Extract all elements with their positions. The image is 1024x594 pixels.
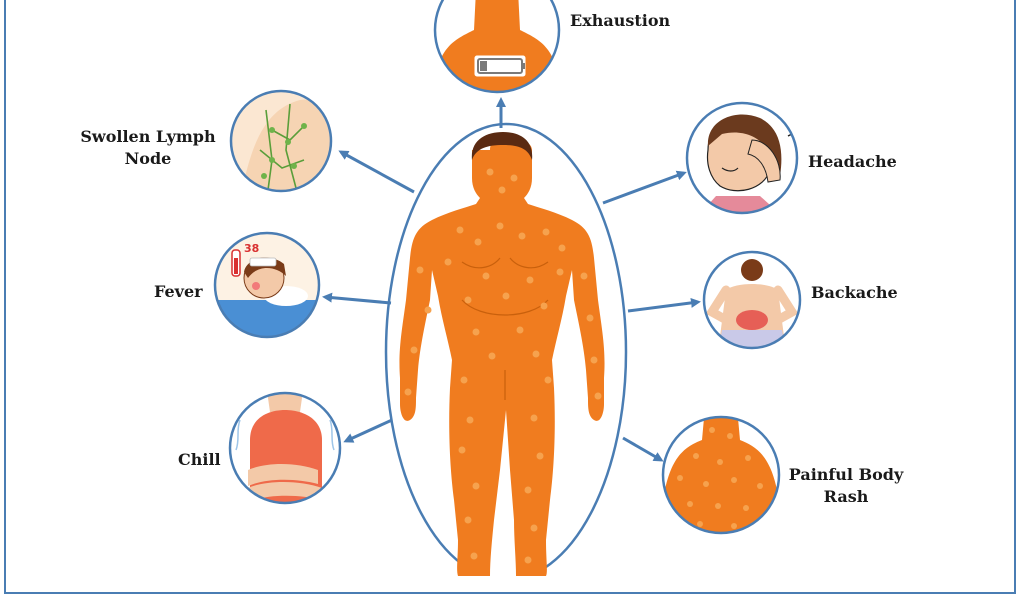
- symptom-diagram: 38: [213, 0, 802, 576]
- arrow-rash: [622, 436, 664, 462]
- label-chill: Chill: [178, 450, 221, 469]
- arrow-fever: [322, 292, 392, 305]
- arrow-chill: [343, 418, 393, 443]
- arrow-headache: [602, 170, 687, 205]
- arrows: [322, 97, 701, 462]
- body-silhouette: [399, 136, 605, 576]
- label-swollen-lymph-line2: Node: [124, 149, 172, 168]
- label-headache: Headache: [808, 152, 897, 171]
- chill-circle: [228, 391, 342, 505]
- label-rash-line1: Painful Body: [788, 465, 904, 484]
- human-body: [399, 132, 605, 576]
- headache-icon: [687, 103, 797, 213]
- thermometer-reading: 38: [244, 242, 259, 255]
- fever-circle: 38: [213, 231, 321, 339]
- shivering-icon: [235, 393, 335, 503]
- label-backache: Backache: [811, 283, 898, 302]
- lymph-node-circle: [229, 89, 333, 193]
- exhaustion-circle: [433, 0, 561, 94]
- lymph-node-icon: [240, 99, 331, 191]
- headache-circle: [685, 101, 799, 215]
- arrow-lymph: [338, 150, 415, 194]
- label-swollen-lymph-node: Swollen Lymph Node: [68, 126, 228, 170]
- label-painful-body-rash: Painful Body Rash: [772, 464, 920, 508]
- backache-circle: [702, 250, 802, 350]
- label-fever: Fever: [154, 282, 203, 301]
- rash-blisters: [404, 168, 602, 564]
- label-exhaustion: Exhaustion: [570, 11, 671, 30]
- label-swollen-lymph-line1: Swollen Lymph: [80, 127, 216, 146]
- hair: [471, 132, 533, 160]
- label-rash-line2: Rash: [823, 487, 869, 506]
- battery-low-icon: [473, 54, 527, 78]
- body-rash-circle: [661, 415, 781, 535]
- arrow-backache: [627, 297, 701, 313]
